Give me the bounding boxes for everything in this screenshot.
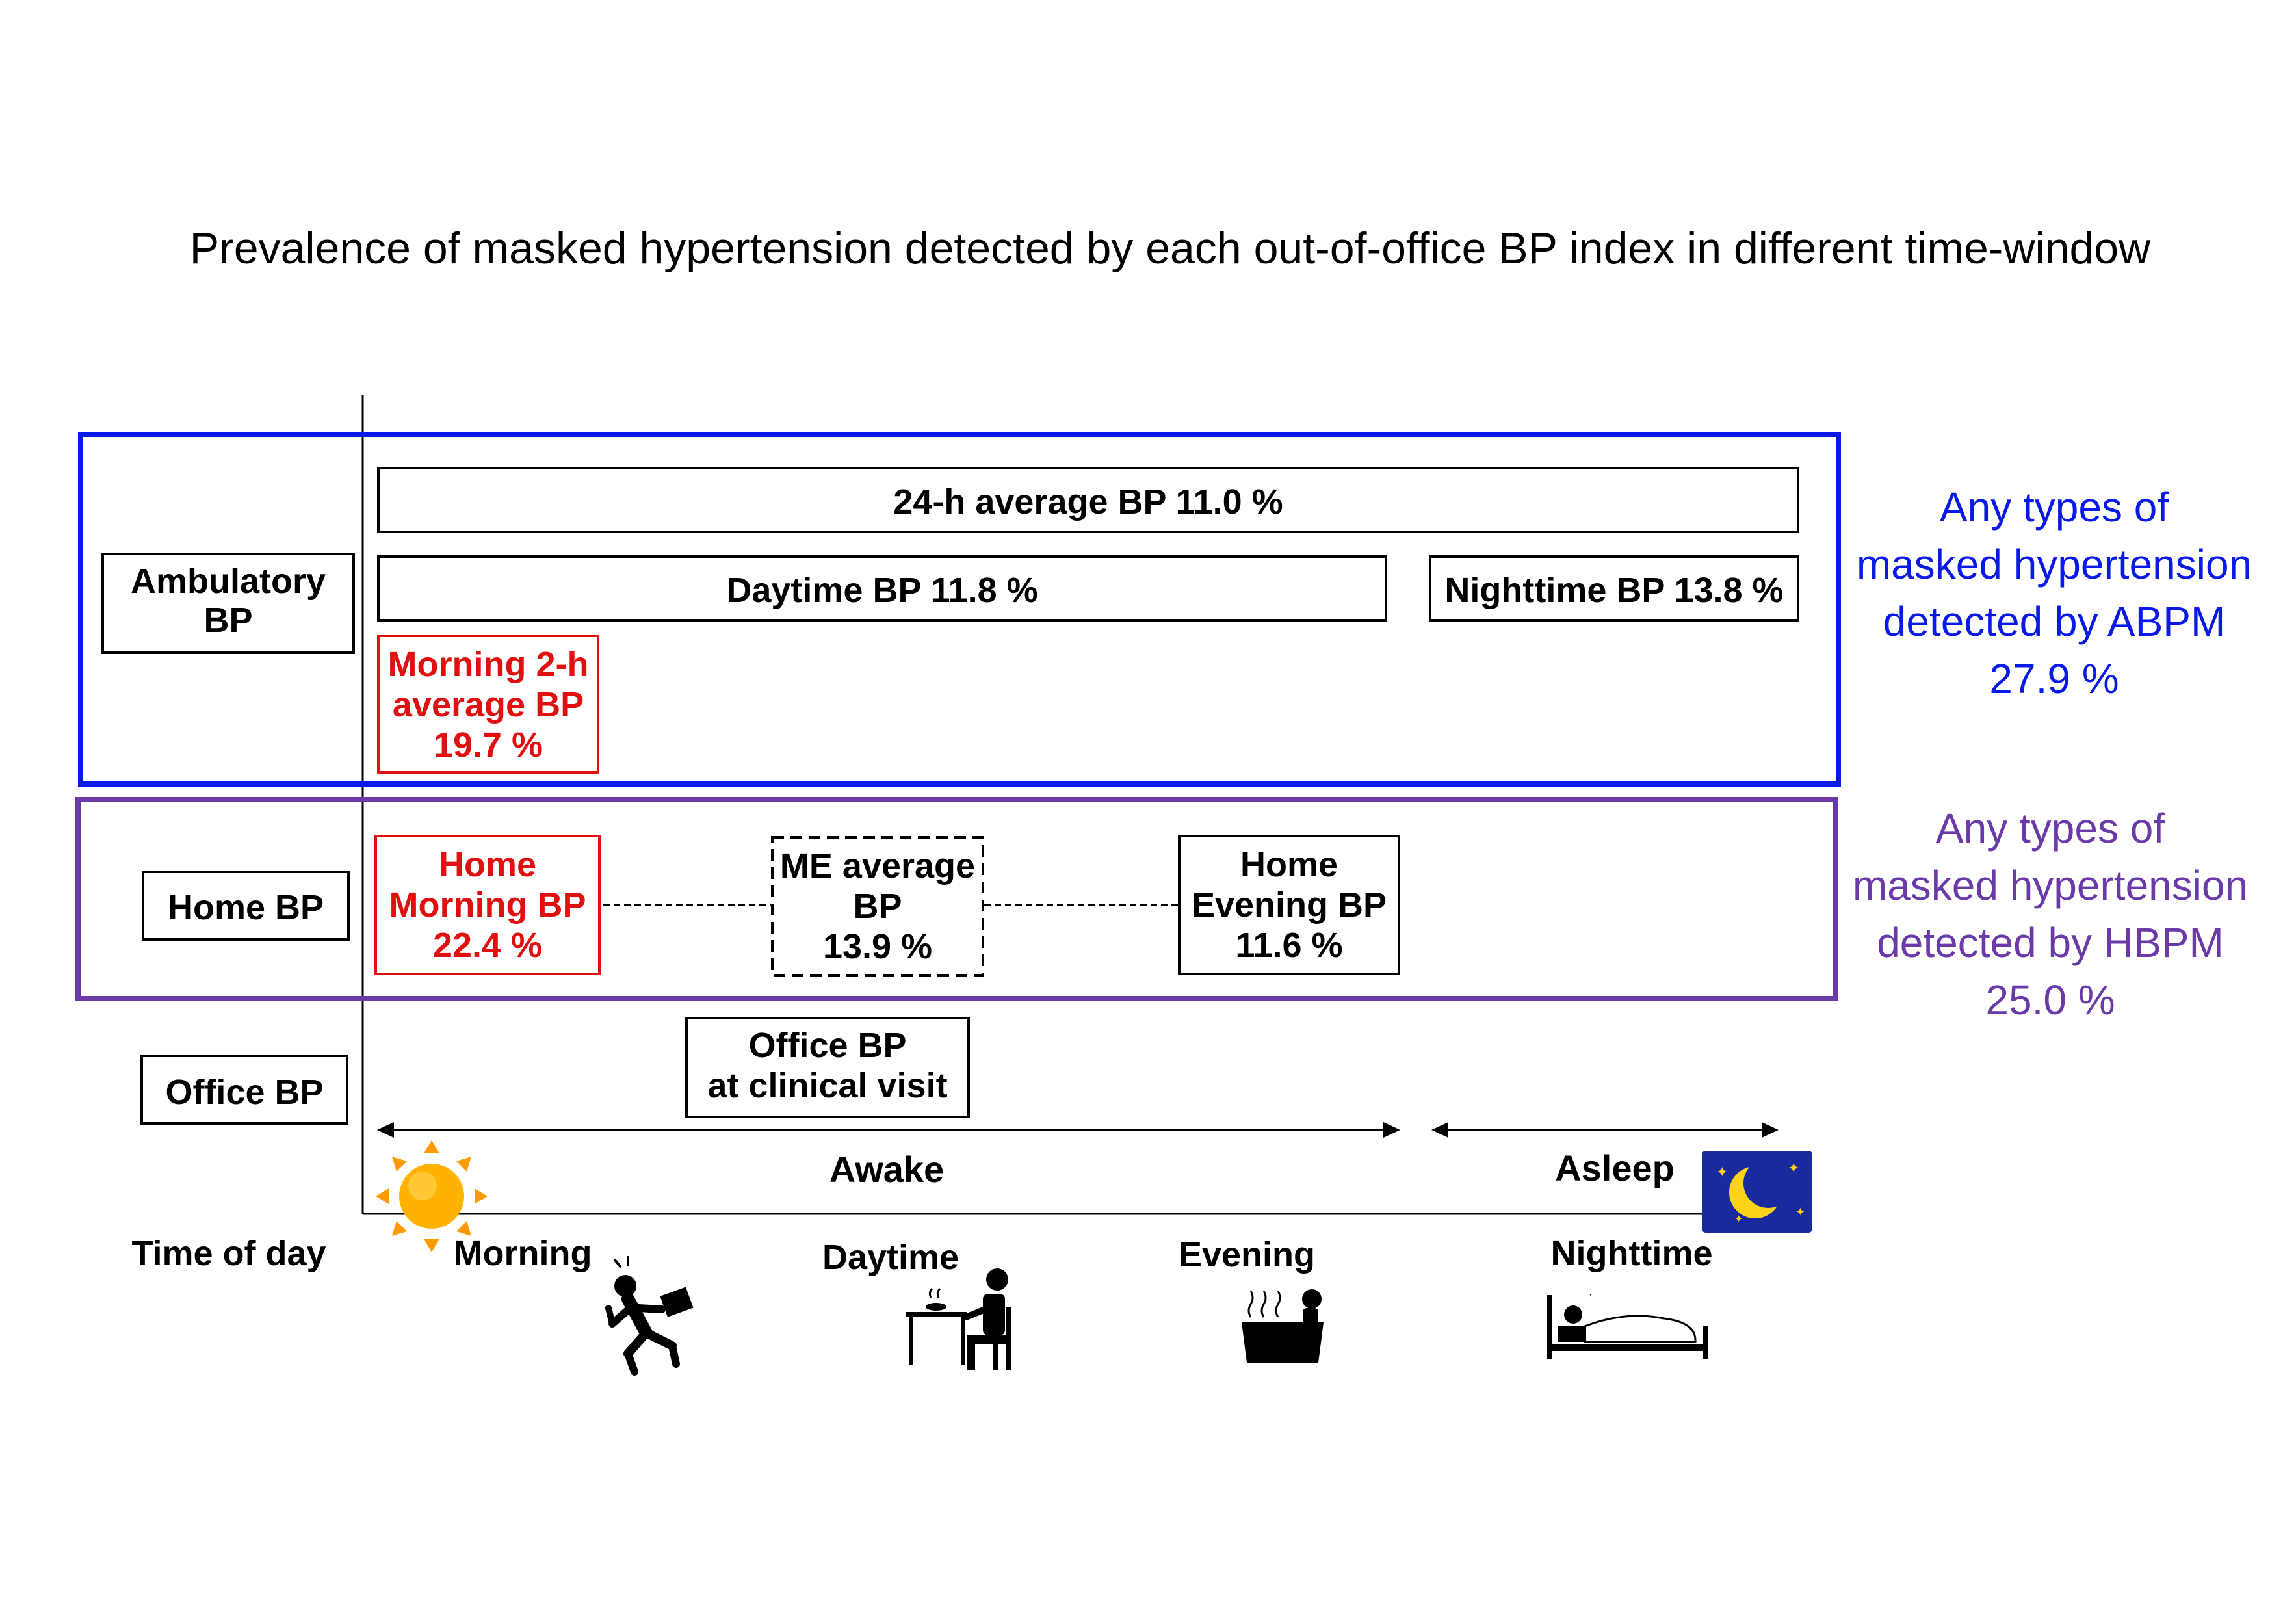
- awake-arrow: [377, 1122, 1400, 1138]
- box-nighttime-text: Nighttime BP 13.8 %: [1444, 571, 1783, 610]
- row-label-home: Home BP: [142, 871, 350, 941]
- time-label-nighttime: Nighttime: [1551, 1234, 1713, 1273]
- moon-star-3: ✦: [1795, 1205, 1805, 1218]
- box-nighttime: Nighttime BP 13.8 %: [1429, 555, 1799, 622]
- home-evening-line3: 11.6 %: [1235, 926, 1342, 965]
- abpm-summary-line3: detected by ABPM: [1883, 598, 2226, 645]
- time-label-morning: Morning: [454, 1234, 592, 1273]
- asleep-label: Asleep: [1555, 1147, 1675, 1188]
- hbpm-summary-line1: Any types of: [1936, 805, 2165, 852]
- box-24h-average: 24-h average BP 11.0 %: [377, 467, 1799, 533]
- box-office-visit: Office BP at clinical visit: [685, 1017, 970, 1118]
- row-label-ambulatory-line2: BP: [203, 601, 252, 640]
- home-morning-line3: 22.4 %: [433, 926, 542, 965]
- box-daytime-text: Daytime BP 11.8 %: [726, 571, 1037, 610]
- office-visit-line1: Office BP: [748, 1026, 906, 1065]
- home-morning-line1: Home: [439, 845, 536, 884]
- morning-2h-line2: average BP: [393, 685, 584, 724]
- morning-2h-line3: 19.7 %: [434, 726, 543, 765]
- moon-icon: ✦ ✦ ✦ ✦: [1702, 1151, 1812, 1233]
- abpm-frame: [78, 432, 1841, 787]
- box-home-evening: Home Evening BP 11.6 %: [1178, 835, 1400, 975]
- hbpm-frame: [75, 797, 1838, 1001]
- home-evening-line1: Home: [1240, 845, 1338, 884]
- hbpm-summary-line3: detected by HBPM: [1877, 919, 2224, 966]
- abpm-summary: Any types of masked hypertension detecte…: [1857, 484, 2252, 702]
- time-label-evening: Evening: [1179, 1235, 1315, 1274]
- box-me-average: ME average BP 13.9 %: [771, 836, 984, 977]
- sun-icon: [376, 1140, 488, 1252]
- time-label-daytime: Daytime: [822, 1238, 959, 1277]
- moon-star-1: ✦: [1716, 1164, 1728, 1180]
- box-24h-average-text: 24-h average BP 11.0 %: [893, 482, 1283, 521]
- abpm-summary-line2: masked hypertension: [1857, 541, 2252, 588]
- box-home-morning: Home Morning BP 22.4 %: [374, 835, 601, 975]
- row-label-home-text: Home BP: [168, 888, 324, 927]
- home-evening-line2: Evening BP: [1192, 885, 1387, 925]
- running-person-icon: [605, 1256, 694, 1376]
- box-morning-2h: Morning 2-h average BP 19.7 %: [377, 635, 599, 774]
- person-in-bath-icon: [1242, 1289, 1324, 1363]
- awake-label: Awake: [829, 1149, 944, 1190]
- me-average-line2: BP: [853, 887, 902, 926]
- box-daytime: Daytime BP 11.8 %: [377, 555, 1387, 622]
- hbpm-summary-line4: 25.0 %: [1985, 977, 2115, 1023]
- row-label-ambulatory: Ambulatory BP: [101, 553, 355, 654]
- row-label-office-text: Office BP: [165, 1073, 323, 1112]
- office-visit-line2: at clinical visit: [707, 1066, 947, 1105]
- me-average-line1: ME average: [780, 846, 975, 885]
- row-label-ambulatory-line1: Ambulatory: [131, 562, 326, 601]
- moon-star-2: ✦: [1788, 1160, 1799, 1176]
- home-morning-line2: Morning BP: [389, 885, 586, 925]
- asleep-arrow: [1431, 1122, 1779, 1138]
- morning-2h-line1: Morning 2-h: [388, 645, 589, 684]
- me-average-line3: 13.9 %: [823, 927, 932, 966]
- person-at-table-icon: [906, 1268, 1011, 1370]
- hbpm-summary-line2: masked hypertension: [1853, 862, 2248, 909]
- abpm-summary-line1: Any types of: [1940, 484, 2169, 531]
- moon-star-4: ✦: [1734, 1214, 1743, 1225]
- row-label-office: Office BP: [140, 1055, 348, 1125]
- abpm-summary-line4: 27.9 %: [1989, 655, 2119, 702]
- time-of-day-label: Time of day: [131, 1234, 326, 1273]
- sleep-dot: ·: [1589, 1289, 1592, 1300]
- diagram-title: Prevalence of masked hypertension detect…: [190, 224, 2151, 273]
- hbpm-summary: Any types of masked hypertension detecte…: [1853, 805, 2248, 1023]
- person-in-bed-icon: ·: [1547, 1289, 1708, 1359]
